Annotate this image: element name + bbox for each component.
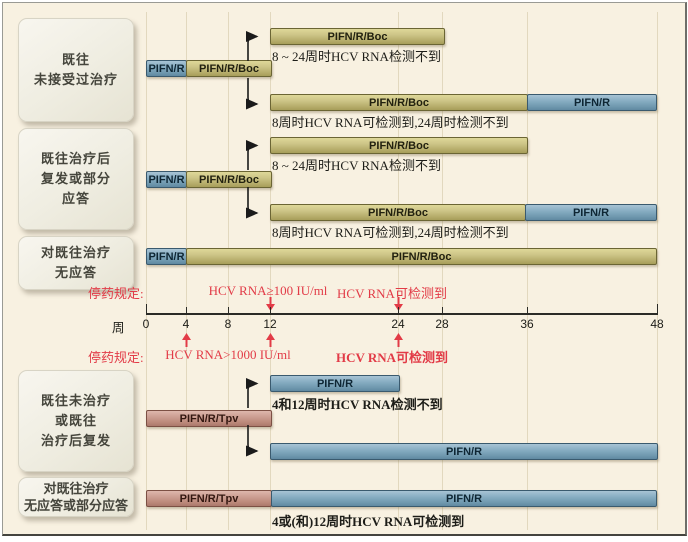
bar-segment-pifn-r: PIFN/R bbox=[525, 204, 657, 221]
axis-tick-label: 24 bbox=[391, 317, 405, 331]
annotation-g5-pos: 4或(和)12周时HCV RNA可检测到 bbox=[272, 514, 465, 529]
bar-g4-branch-long: PIFN/R bbox=[270, 443, 658, 460]
up-arrow-icon bbox=[394, 333, 403, 347]
bar-segment-pifn-r-boc: PIFN/R/Boc bbox=[270, 137, 528, 154]
axis-tick bbox=[186, 307, 187, 313]
bar-segment-pifn-r-boc: PIFN/R/Boc bbox=[186, 171, 272, 188]
bar-segment-pifn-r: PIFN/R bbox=[527, 94, 657, 111]
group-label-line: 应答 bbox=[61, 191, 90, 206]
group-label-line: 治疗后复发 bbox=[40, 433, 111, 448]
bar-segment-pifn-r-tpv: PIFN/R/Tpv bbox=[146, 410, 272, 427]
gridline-week-48 bbox=[657, 12, 658, 530]
stop-rule-top-prefix: 停药规定: bbox=[88, 286, 144, 301]
branch-connector-g2 bbox=[245, 139, 259, 219]
annotation-g2-neg: 8 ~ 24周时HCV RNA检测不到 bbox=[272, 158, 441, 173]
group-label-line: 复发或部分 bbox=[40, 171, 111, 186]
bar-g1-branch-short: PIFN/R/Boc bbox=[270, 28, 445, 45]
axis-tick bbox=[657, 304, 658, 313]
stop-rule-bottom-week4: HCV RNA>1000 IU/ml bbox=[165, 347, 291, 362]
gridline-week-24 bbox=[398, 12, 399, 530]
gridline-week-12 bbox=[270, 12, 271, 530]
gridline-week-4 bbox=[186, 12, 187, 530]
group-label-line: 既往治疗后 bbox=[40, 151, 111, 166]
stop-rule-top-week24: HCV RNA可检测到 bbox=[337, 286, 447, 301]
axis-tick bbox=[527, 307, 528, 313]
group-box-null-partial: 对既往治疗 无应答或部分应答 bbox=[18, 477, 134, 517]
gridline-week-28 bbox=[442, 12, 443, 530]
annotation-g1-pos: 8周时HCV RNA可检测到,24周时检测不到 bbox=[272, 115, 509, 130]
bar-g2-leadin: PIFN/R PIFN/R/Boc bbox=[146, 171, 272, 188]
bar-segment-pifn-r: PIFN/R bbox=[146, 248, 187, 265]
annotation-g1-neg: 8 ~ 24周时HCV RNA检测不到 bbox=[272, 49, 441, 64]
axis-tick-label: 8 bbox=[224, 317, 232, 331]
axis-unit-label: 周 bbox=[112, 321, 125, 335]
bar-g2-branch-short: PIFN/R/Boc bbox=[270, 137, 528, 154]
group-box-relapse-partial: 既往治疗后 复发或部分 应答 bbox=[18, 128, 134, 230]
bar-segment-pifn-r: PIFN/R bbox=[270, 375, 400, 392]
bar-segment-pifn-r: PIFN/R bbox=[270, 443, 658, 460]
group-label-line: 既往 bbox=[61, 52, 90, 67]
gridline-week-36 bbox=[527, 12, 528, 530]
bar-segment-pifn-r-boc: PIFN/R/Boc bbox=[186, 248, 657, 265]
axis-tick-label: 4 bbox=[182, 317, 190, 331]
gridline-week-0 bbox=[146, 12, 147, 530]
group-label-line: 或既往 bbox=[54, 413, 97, 428]
bar-segment-pifn-r-boc: PIFN/R/Boc bbox=[270, 28, 445, 45]
bar-g4-leadin: PIFN/R/Tpv bbox=[146, 410, 272, 427]
bar-g1-leadin: PIFN/R PIFN/R/Boc bbox=[146, 60, 272, 77]
bar-segment-pifn-r-boc: PIFN/R/Boc bbox=[270, 204, 526, 221]
axis-tick-label: 48 bbox=[650, 317, 664, 331]
branch-connector-g1 bbox=[245, 30, 259, 110]
group-box-treatment-naive: 既往 未接受过治疗 bbox=[18, 18, 134, 122]
group-box-null-response: 对既往治疗 无应答 bbox=[18, 236, 134, 290]
bar-g4-branch-short: PIFN/R bbox=[270, 375, 400, 392]
axis-tick bbox=[442, 307, 443, 313]
stop-rule-bottom-prefix: 停药规定: bbox=[88, 350, 144, 365]
group-box-naive-or-relapse: 既往未治疗 或既往 治疗后复发 bbox=[18, 370, 134, 472]
axis-tick bbox=[398, 307, 399, 313]
axis-tick bbox=[228, 307, 229, 313]
annotation-g2-pos: 8周时HCV RNA可检测到,24周时检测不到 bbox=[272, 225, 509, 240]
bar-g1-branch-long: PIFN/R/Boc PIFN/R bbox=[270, 94, 657, 111]
axis-tick bbox=[146, 304, 147, 313]
group-label-line: 既往未治疗 bbox=[40, 393, 111, 408]
bar-segment-pifn-r: PIFN/R bbox=[146, 171, 187, 188]
gridline-week-8 bbox=[228, 12, 229, 530]
bar-segment-pifn-r-boc: PIFN/R/Boc bbox=[270, 94, 528, 111]
axis-tick-label: 28 bbox=[435, 317, 449, 331]
bar-g5-full: PIFN/R/Tpv PIFN/R bbox=[146, 490, 657, 507]
axis-tick-label: 12 bbox=[263, 317, 277, 331]
bar-g2-branch-long: PIFN/R/Boc PIFN/R bbox=[270, 204, 657, 221]
axis-tick-label: 0 bbox=[142, 317, 150, 331]
axis-tick bbox=[270, 307, 271, 313]
annotation-g4-neg: 4和12周时HCV RNA检测不到 bbox=[272, 397, 443, 412]
bar-segment-pifn-r: PIFN/R bbox=[146, 60, 187, 77]
group-label-line: 对既往治疗 bbox=[40, 245, 111, 260]
group-label-line: 对既往治疗 bbox=[43, 481, 109, 496]
stop-rule-bottom-week24: HCV RNA可检测到 bbox=[335, 350, 449, 365]
group-label-line: 无应答 bbox=[54, 265, 97, 280]
branch-connector-g4 bbox=[245, 377, 259, 457]
axis-tick-label: 36 bbox=[520, 317, 534, 331]
bar-g3-full: PIFN/R PIFN/R/Boc bbox=[146, 248, 657, 265]
stop-rule-top-week12: HCV RNA≥100 IU/ml bbox=[208, 283, 328, 298]
up-arrow-icon bbox=[182, 333, 191, 347]
week-axis bbox=[146, 313, 658, 315]
up-arrow-icon bbox=[266, 333, 275, 347]
bar-segment-pifn-r: PIFN/R bbox=[271, 490, 657, 507]
bar-segment-pifn-r-tpv: PIFN/R/Tpv bbox=[146, 490, 272, 507]
group-label-line: 未接受过治疗 bbox=[33, 72, 118, 87]
bar-segment-pifn-r-boc: PIFN/R/Boc bbox=[186, 60, 272, 77]
group-label-line: 无应答或部分应答 bbox=[23, 498, 128, 513]
